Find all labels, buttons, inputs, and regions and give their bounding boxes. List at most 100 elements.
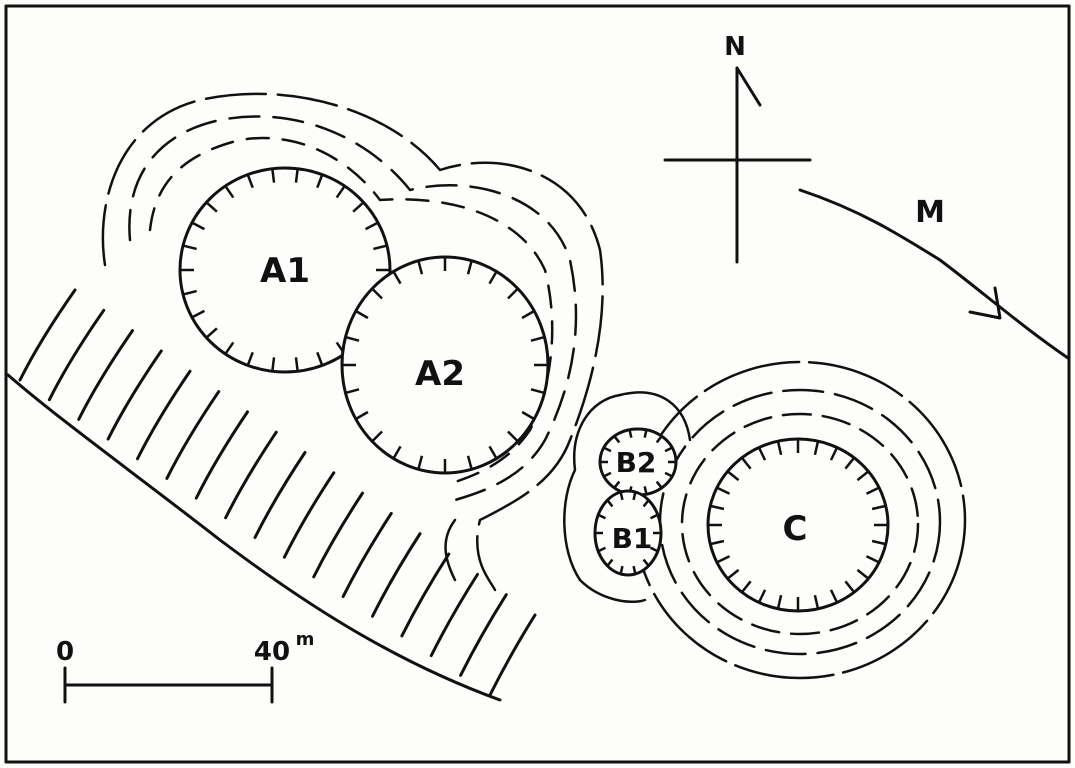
rim-a1-hachure (335, 185, 346, 199)
rim-c-hachure (871, 504, 887, 511)
rim-b1-hachure (606, 499, 614, 508)
slope-hachure (165, 390, 221, 480)
rim-c-hachure (829, 589, 839, 604)
rim-b1-hachure (642, 499, 650, 508)
rim-a1-hachure (316, 351, 324, 366)
rim-a1-hachure (316, 174, 324, 189)
slope-hachure (106, 349, 163, 441)
rim-c-hachure (776, 594, 783, 610)
rim-c-hachure (829, 446, 839, 461)
rim-c-hachure (844, 580, 856, 594)
rim-a2-hachure (488, 445, 498, 460)
mound-a1-label: A1 (260, 251, 310, 291)
path-m (798, 188, 1070, 360)
slope-hachure (136, 369, 192, 461)
rim-a1-hachure (352, 201, 365, 213)
rim-c-hachure (757, 589, 767, 604)
hachured-slope (6, 288, 537, 702)
rim-a1-hachure (191, 309, 206, 319)
rim-a2-hachure (345, 335, 360, 342)
slope-hachure (312, 491, 364, 579)
rim-b2-hachure (664, 471, 673, 478)
rim-a1-hachure (182, 289, 197, 296)
rim-a1-hachure (271, 168, 276, 183)
slope-hachure (282, 471, 336, 559)
rim-a2-hachure (392, 445, 402, 460)
slope-hachure (77, 329, 134, 421)
rim-a1-hachure (182, 244, 197, 251)
contours-mound-a (101, 92, 604, 592)
rim-b2-hachure (655, 435, 663, 444)
rim-c-hachure (813, 594, 820, 610)
rim-a2-hachure (530, 335, 545, 342)
slope-hachure (341, 511, 393, 599)
rim-b2-hachure (613, 480, 621, 489)
rim-a1-hachure (246, 174, 254, 189)
rim-c-hachure (709, 539, 725, 546)
rim-b1-hachure (606, 558, 614, 567)
rim-c-hachure (740, 456, 752, 470)
rim-c-hachure (856, 470, 870, 482)
rim-b2-hachure (628, 429, 633, 438)
rim-a1-hachure (191, 221, 206, 231)
rim-a2-hachure (466, 455, 473, 470)
rim-b2-hachure (613, 435, 621, 444)
rim-c-hachure (726, 568, 740, 580)
rim-b1-hachure (632, 565, 637, 575)
rim-a1-hachure (294, 168, 299, 183)
rim-a2-hachure (417, 260, 424, 275)
rim-a1-hachure (364, 221, 379, 231)
north-label: N (724, 32, 746, 62)
rim-b1-hachure (597, 546, 607, 553)
rim-b1-hachure (632, 491, 637, 501)
rim-b1-hachure (619, 565, 624, 575)
rim-a1-hachure (246, 351, 254, 366)
map-frame (4, 4, 1071, 764)
rim-b1-hachure (642, 558, 650, 567)
slope-hachure (371, 532, 422, 618)
slope-hachure (18, 288, 77, 382)
rim-a2-hachure (488, 270, 498, 285)
slope-hachure (459, 593, 508, 677)
rim-c-hachure (856, 568, 870, 580)
rim-a1-hachure (224, 185, 235, 199)
scale-zero-label: 0 (56, 637, 74, 667)
rim-c-hachure (865, 555, 880, 564)
scale-bar (63, 666, 274, 704)
rim-b2-hachure (643, 429, 648, 438)
rim-b2-hachure (643, 486, 648, 495)
rim-a1-hachure (205, 201, 218, 213)
rim-c-hachure (716, 555, 731, 564)
rim-c-hachure (740, 580, 752, 594)
rim-a1-hachure (224, 341, 235, 355)
slope-hachure (47, 308, 106, 402)
rim-b2-hachure (664, 446, 673, 453)
rim-c-hachure (844, 456, 856, 470)
scale-unit-label: m (296, 629, 315, 650)
rim-a2-hachure (345, 388, 360, 395)
rim-a2-hachure (355, 410, 369, 421)
rim-a2-hachure (521, 309, 535, 320)
rim-c-hachure (865, 486, 880, 495)
rim-b2-hachure (655, 480, 663, 489)
rim-a2-hachure (417, 455, 424, 470)
rim-a1-hachure (294, 357, 299, 372)
slope-hachure (194, 410, 249, 500)
rim-b2-hachure (603, 471, 612, 478)
rim-c-hachure (757, 446, 767, 461)
slope-hachure (429, 572, 479, 658)
rim-c-hachure (813, 440, 820, 456)
rim-a2-hachure (355, 309, 369, 320)
rim-b1-hachure (619, 491, 624, 501)
north-arrow-icon (663, 66, 812, 264)
scale-forty-label: 40 (254, 637, 290, 667)
rim-a2-hachure (507, 287, 519, 300)
rim-b1-hachure (649, 513, 659, 520)
contours-mound-b (563, 391, 692, 604)
mound-rims (178, 166, 890, 613)
rim-a2-hachure (466, 260, 473, 275)
slope-hachure (400, 552, 451, 638)
rim-c-hachure (871, 539, 887, 546)
